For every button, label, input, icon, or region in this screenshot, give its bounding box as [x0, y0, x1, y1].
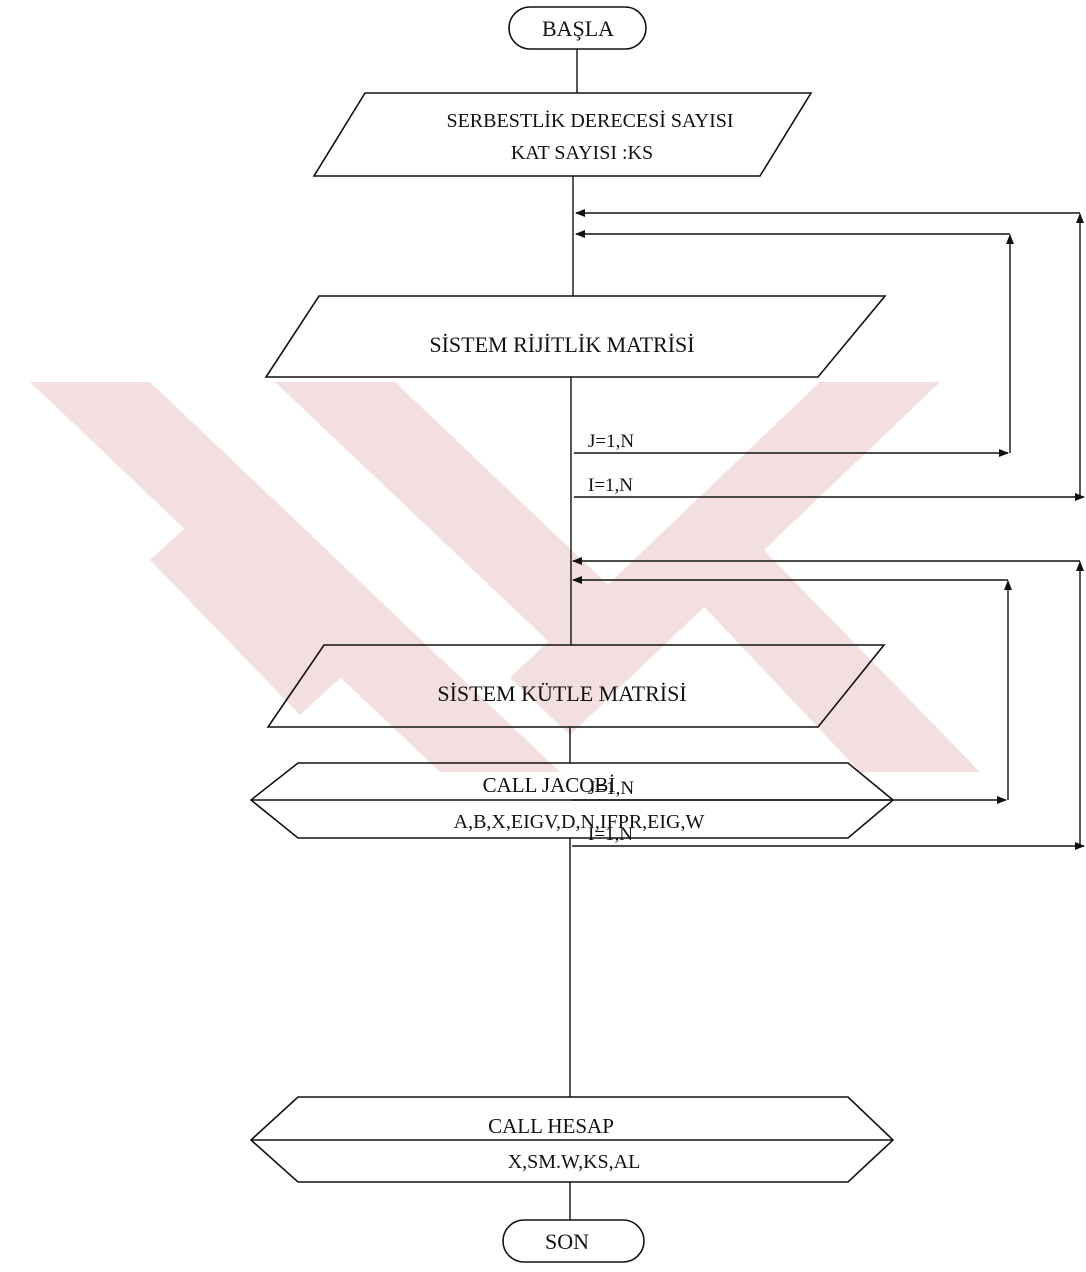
stiffness-loop-j-label: J=1,N: [588, 431, 634, 452]
input-line-2: KAT SAYISI :KS: [511, 142, 653, 164]
call-jacobi-args: A,B,X,EIGV,D,N,IFPR,EIG,W: [454, 811, 705, 833]
start-label: BAŞLA: [542, 16, 614, 41]
call-hesap-title: CALL HESAP: [488, 1114, 614, 1138]
input-stiffness-matrix: SİSTEM RİJİTLİK MATRİSİ: [264, 295, 887, 378]
mass-loop-j-label: J=1,N: [588, 778, 634, 799]
stiffness-loops: [574, 209, 1085, 501]
mass-label: SİSTEM KÜTLE MATRİSİ: [437, 681, 686, 706]
input-mass-matrix: SİSTEM KÜTLE MATRİSİ: [266, 644, 886, 728]
call-hesap-args: X,SM.W,KS,AL: [508, 1151, 641, 1173]
input-degrees-of-freedom: SERBESTLİK DERECESİ SAYISI KAT SAYISI :K…: [312, 92, 813, 177]
end-label: SON: [545, 1229, 589, 1254]
start-terminal: BAŞLA: [508, 6, 647, 50]
end-terminal: SON: [502, 1219, 645, 1263]
mass-loop-i-label: I=1,N: [588, 824, 633, 845]
stiffness-label: SİSTEM RİJİTLİK MATRİSİ: [429, 332, 694, 357]
input-line-1: SERBESTLİK DERECESİ SAYISI: [446, 109, 733, 132]
call-jacobi-block: CALL JACOBİ A,B,X,EIGV,D,N,IFPR,EIG,W: [249, 762, 895, 839]
main-flow-line: [569, 49, 578, 1220]
call-jacobi-title: CALL JACOBİ: [483, 773, 616, 797]
watermark-logo: [30, 382, 980, 772]
stiffness-loop-i-label: I=1,N: [588, 475, 633, 496]
call-hesap-block: CALL HESAP X,SM.W,KS,AL: [249, 1096, 895, 1183]
